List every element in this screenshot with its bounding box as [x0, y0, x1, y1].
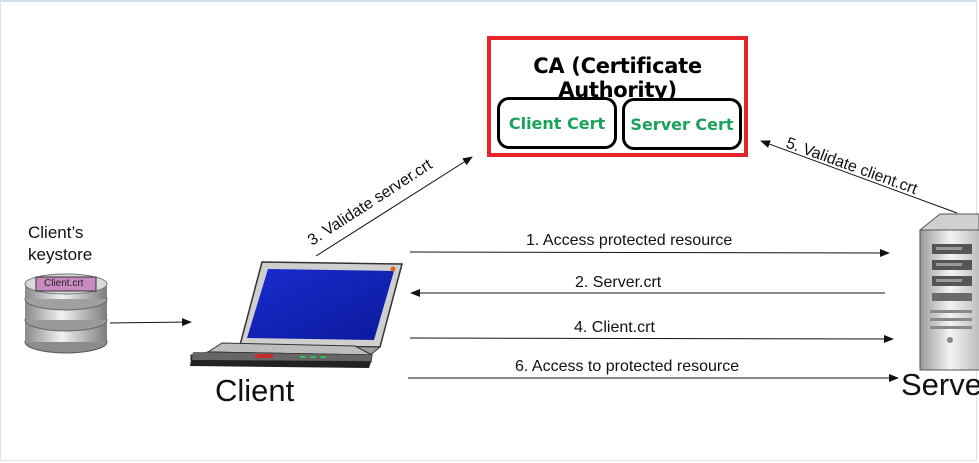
client-label: Client — [215, 373, 295, 408]
step6-label: 6. Access to protected resource — [515, 358, 740, 375]
server-cert-label: Server Cert — [630, 114, 734, 134]
laptop-icon — [190, 261, 403, 368]
step5-label: 5. Validate client.crt — [784, 135, 920, 199]
validate-client-arrow — [760, 140, 958, 214]
step1-arrow — [409, 248, 890, 257]
step4-arrow — [409, 334, 894, 343]
step4-label: 4. Client.crt — [574, 319, 655, 336]
step3-label: 3. Validate server.crt — [305, 156, 436, 249]
client-cert-label: Client Cert — [508, 113, 606, 133]
certificate-authority-box: CA (Certificate Authority) Client Cert S… — [487, 36, 748, 157]
client-cert-box: Client Cert — [497, 97, 617, 149]
keystore-title-line2: keystore — [28, 245, 93, 264]
step2-label: 2. Server.crt — [575, 274, 662, 291]
database-icon — [24, 273, 108, 354]
keystore-to-client-arrow — [109, 318, 192, 327]
step1-label: 1. Access protected resource — [526, 232, 733, 249]
server-label: Server — [901, 367, 979, 402]
validate-server-arrow — [315, 156, 473, 257]
keystore-title-line1: Client’s — [28, 223, 84, 242]
keystore-file-label: Client.crt — [44, 278, 84, 289]
keystore-file-tag — [35, 276, 97, 292]
ca-title: CA (Certificate Authority) — [533, 54, 702, 102]
server-cert-box: Server Cert — [622, 98, 742, 150]
server-tower-icon — [919, 213, 979, 371]
